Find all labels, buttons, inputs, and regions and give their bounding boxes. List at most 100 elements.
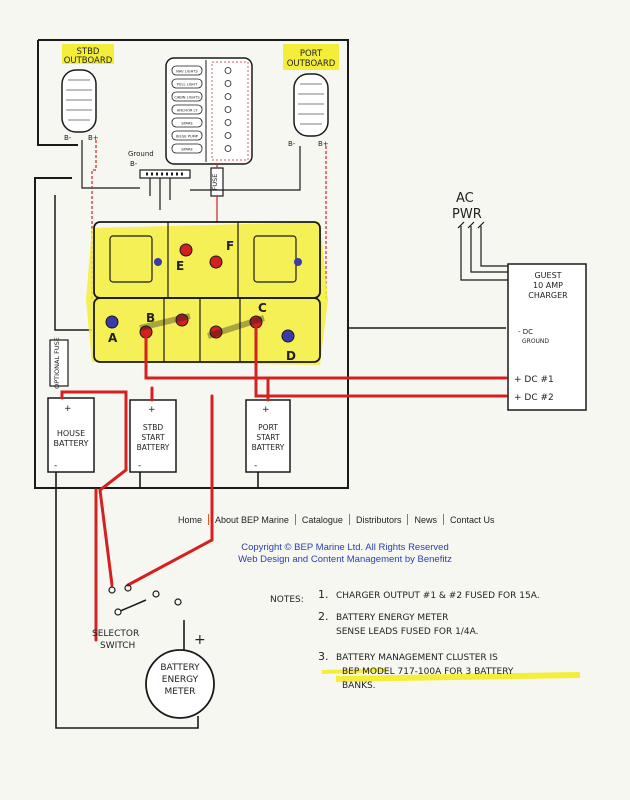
stbd-start-battery: + STBD START BATTERY - bbox=[129, 399, 177, 473]
ground-label: Ground bbox=[128, 150, 154, 158]
credits-text: Web Design and Content Management by Ben… bbox=[238, 554, 452, 565]
stbd-outboard-label: STBD bbox=[77, 47, 100, 57]
panel-switch-label: SPARE bbox=[181, 122, 193, 126]
copyright-text: Copyright © BEP Marine Ltd. All Rights R… bbox=[241, 542, 449, 553]
nav-separator bbox=[442, 514, 444, 525]
nav-link-about-bep-marine[interactable]: About BEP Marine bbox=[215, 514, 289, 525]
port-outboard-label: OUTBOARD bbox=[287, 59, 336, 69]
port-outboard-label: PORT bbox=[300, 49, 323, 59]
note-line: BANKS. bbox=[342, 681, 376, 691]
notes-heading: NOTES: bbox=[270, 595, 304, 605]
svg-text:CHARGER: CHARGER bbox=[528, 291, 568, 300]
svg-text:GUEST: GUEST bbox=[534, 271, 561, 280]
panel-switch-led bbox=[224, 132, 232, 139]
house-battery: + HOUSE BATTERY - bbox=[47, 397, 95, 473]
selector-label: SWITCH bbox=[100, 641, 135, 651]
panel-switch bbox=[171, 143, 203, 154]
panel-switch-led bbox=[224, 106, 232, 113]
guest-charger: GUEST 10 AMP CHARGER - DC GROUND + DC #1… bbox=[507, 263, 587, 411]
optional-fuse: OPTIONAL FUSE bbox=[49, 337, 69, 389]
ground-b-label: B- bbox=[130, 160, 138, 168]
note-line: CHARGER OUTPUT #1 & #2 FUSED FOR 15A. bbox=[336, 591, 540, 601]
panel-switch-label: ANCHOR LT bbox=[177, 109, 198, 113]
panel-switch-label: NAV LIGHTS bbox=[176, 70, 198, 74]
panel-switch-led bbox=[224, 67, 232, 74]
house-battery-label: HOUSE bbox=[57, 429, 85, 438]
fuse-label: FUSE bbox=[211, 174, 219, 191]
panel-switch-led bbox=[224, 93, 232, 100]
cluster-letter: E bbox=[176, 259, 184, 273]
house-battery-label: BATTERY bbox=[54, 439, 89, 448]
svg-text:B+: B+ bbox=[318, 140, 329, 148]
stbd-outboard: STBD OUTBOARD B- B+ bbox=[61, 44, 114, 142]
cluster-letter: F bbox=[226, 239, 234, 253]
battery-management-cluster: A B C D E F bbox=[86, 221, 328, 365]
panel-switch-led bbox=[224, 145, 232, 152]
svg-text:METER: METER bbox=[165, 687, 196, 697]
svg-text:-: - bbox=[138, 461, 141, 471]
cluster-letter: C bbox=[258, 301, 267, 315]
stbd-outboard-label: OUTBOARD bbox=[64, 56, 113, 66]
panel-switch-label: CABIN LIGHTS bbox=[174, 96, 200, 100]
nav-link-news[interactable]: News bbox=[414, 514, 437, 525]
svg-text:BATTERY: BATTERY bbox=[252, 443, 285, 452]
notes-block: NOTES:1.CHARGER OUTPUT #1 & #2 FUSED FOR… bbox=[270, 588, 580, 691]
pwr-label: PWR bbox=[452, 207, 482, 222]
note-line: BATTERY MANAGEMENT CLUSTER IS bbox=[336, 653, 498, 663]
nav-separator bbox=[407, 514, 409, 525]
svg-text:10 AMP: 10 AMP bbox=[533, 281, 563, 290]
cluster-letter: D bbox=[286, 349, 296, 363]
cluster-letter: A bbox=[108, 331, 118, 345]
dc2-label: + DC #2 bbox=[514, 393, 554, 403]
svg-text:+: + bbox=[262, 405, 270, 415]
dc-ground-label: GROUND bbox=[522, 338, 549, 345]
nav-link-catalogue[interactable]: Catalogue bbox=[301, 514, 343, 525]
battery-energy-meter: BATTERY ENERGY METER + bbox=[145, 632, 215, 719]
switch-panel: NAV LIGHTS PULL LIGHT CABIN LIGHTS ANCHOR L… bbox=[165, 57, 253, 165]
nav-separator bbox=[208, 514, 210, 525]
note-line: SENSE LEADS FUSED FOR 1/4A. bbox=[336, 627, 478, 637]
svg-text:B-: B- bbox=[288, 140, 296, 148]
svg-text:BATTERY: BATTERY bbox=[160, 663, 200, 673]
optional-fuse-label: OPTIONAL FUSE bbox=[53, 337, 61, 389]
cluster-letter: B bbox=[146, 311, 155, 325]
ac-power: AC PWR bbox=[452, 191, 510, 281]
site-nav: Home About BEP Marine Catalogue Distributor… bbox=[172, 514, 501, 525]
port-outboard: PORT OUTBOARD B- B+ bbox=[283, 44, 339, 148]
nav-link-home[interactable]: Home bbox=[178, 514, 203, 525]
selector-switch: SELECTOR SWITCH bbox=[92, 584, 182, 651]
svg-text:+: + bbox=[148, 405, 156, 415]
panel-switch-label: BILGE PUMP bbox=[176, 135, 199, 139]
panel-fuse: FUSE bbox=[210, 164, 224, 222]
nav-separator bbox=[294, 514, 296, 525]
svg-text:-: - bbox=[54, 461, 57, 471]
panel-switch bbox=[171, 65, 203, 76]
panel-switch-led bbox=[224, 80, 232, 87]
panel-switch-label: SPARE bbox=[181, 148, 193, 152]
panel-switch bbox=[171, 78, 203, 89]
panel-switch bbox=[171, 117, 203, 128]
ground-bus: Ground B- bbox=[128, 150, 191, 179]
panel-switch bbox=[171, 104, 203, 115]
svg-text:START: START bbox=[256, 433, 280, 442]
panel-switch bbox=[171, 91, 203, 102]
panel-switch bbox=[171, 130, 203, 141]
panel-switch-led bbox=[224, 119, 232, 126]
dc1-label: + DC #1 bbox=[514, 375, 554, 385]
svg-text:ENERGY: ENERGY bbox=[162, 675, 199, 685]
svg-text:STBD: STBD bbox=[143, 423, 163, 432]
footer-copyright: Copyright © BEP Marine Ltd. All Rights R… bbox=[230, 542, 460, 566]
svg-text:-: - bbox=[254, 461, 257, 471]
nav-link-contact-us[interactable]: Contact Us bbox=[449, 514, 495, 525]
svg-text:B-: B- bbox=[64, 134, 72, 142]
svg-text:PORT: PORT bbox=[258, 423, 278, 432]
note-line: BEP MODEL 717-100A FOR 3 BATTERY bbox=[342, 667, 514, 677]
nav-link-distributors[interactable]: Distributors bbox=[355, 514, 402, 525]
svg-text:+: + bbox=[64, 404, 72, 414]
note-number: 3. bbox=[318, 650, 329, 663]
note-line: BATTERY ENERGY METER bbox=[336, 613, 448, 623]
panel-switch-label: PULL LIGHT bbox=[177, 83, 198, 87]
svg-text:BATTERY: BATTERY bbox=[137, 443, 170, 452]
ac-label: AC bbox=[456, 191, 474, 206]
